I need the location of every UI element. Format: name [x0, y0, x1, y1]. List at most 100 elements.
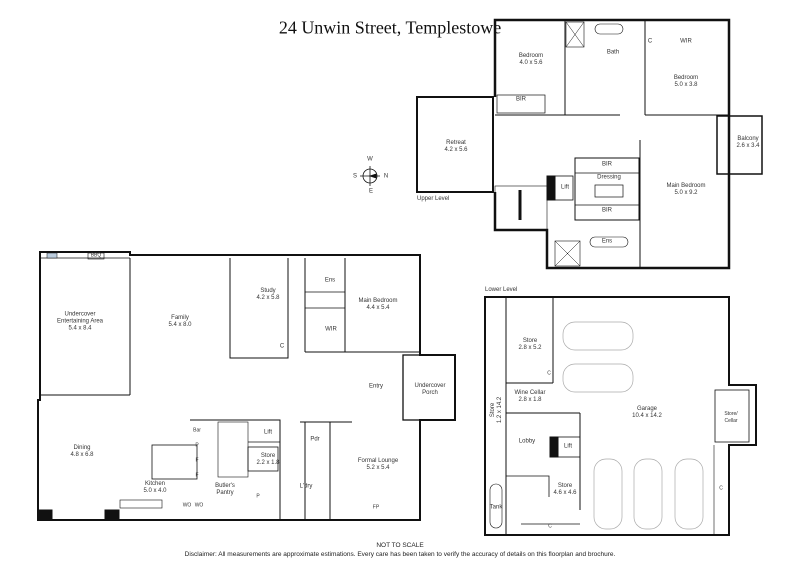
pantry-label: P	[195, 442, 199, 449]
room-name: Balcony	[737, 136, 759, 142]
room-size: 5.0 x 3.8	[674, 82, 698, 88]
room-name-2: Entertaining Area	[56, 318, 104, 325]
room-lobby: Lobby	[518, 438, 536, 445]
bar-label: Bar	[193, 427, 201, 434]
room-name-2: Pantry	[216, 490, 234, 496]
room-size: 2.8 x 5.2	[518, 345, 542, 351]
room-entry: Entry	[368, 383, 384, 390]
room-name: Garage	[636, 406, 658, 412]
room-name: Store	[557, 483, 573, 489]
room-bir-2: BIR	[601, 161, 613, 168]
room-size: 2.6 x 3.4	[736, 143, 760, 149]
room-name: Store	[522, 338, 538, 344]
closet-label: C	[279, 343, 285, 350]
closet-label: C	[548, 523, 552, 530]
room-name: Bedroom	[518, 53, 544, 59]
room-bir-3: BIR	[601, 207, 613, 214]
room-size: 5.4 x 8.4	[68, 325, 92, 332]
not-to-scale-note: NOT TO SCALE	[376, 542, 424, 549]
room-bir-1: BIR	[515, 96, 527, 103]
upper-level-plan	[416, 18, 763, 270]
page-title: 24 Unwin Street, Templestowe	[278, 17, 502, 38]
room-name: Wine Cellar	[514, 390, 546, 396]
compass-s: S	[352, 173, 358, 180]
room-wir-upper: WIR	[680, 38, 692, 45]
room-name-2: Cellar	[724, 418, 738, 424]
room-size: 4.6 x 4.6	[553, 490, 577, 496]
room-ens-ground: Ens	[324, 277, 336, 284]
room-lift-upper: Lift	[560, 184, 570, 191]
room-name: Butler's	[215, 483, 235, 489]
room-lift-lower: Lift	[563, 443, 573, 450]
lower-level-label: Lower Level	[485, 287, 518, 293]
bbq-label: BBQ	[90, 252, 102, 259]
compass-w: W	[367, 156, 373, 163]
fireplace-label: FP	[372, 504, 380, 511]
room-powder: Pdr	[310, 436, 320, 443]
room-name: Formal Lounge	[357, 458, 399, 464]
room-name: Undercover	[414, 383, 446, 389]
room-size: 5.2 x 5.4	[366, 465, 390, 471]
room-dressing: Dressing	[597, 174, 621, 181]
room-store-cellar: Store/Cellar	[724, 411, 737, 425]
room-name: Study	[260, 288, 276, 294]
lower-level-plan	[484, 296, 757, 536]
closet-label: C	[647, 38, 653, 45]
room-name: Bedroom	[673, 75, 699, 81]
room-name: Main Bedroom	[358, 298, 398, 304]
room-size: 5.0 x 4.0	[143, 488, 167, 494]
compass-n: N	[383, 173, 389, 180]
room-size: 1.2 x 14.2	[497, 396, 503, 424]
room-size: 4.2 x 5.8	[256, 295, 280, 301]
room-wir-ground: WIR	[325, 326, 337, 333]
room-name: Store/	[724, 411, 738, 417]
room-name: Retreat	[446, 140, 466, 146]
closet-label: C	[547, 370, 551, 377]
room-ens-upper: Ens	[601, 238, 613, 245]
compass-e: E	[368, 188, 374, 195]
room-name: Dining	[73, 445, 91, 451]
room-size: 2.8 x 1.8	[518, 397, 542, 403]
room-size: 10.4 x 14.2	[632, 413, 662, 419]
room-size: 5.4 x 8.0	[168, 322, 192, 328]
room-name: Store	[260, 453, 276, 459]
upper-level-label: Upper Level	[417, 196, 450, 202]
room-name: Family	[171, 315, 189, 321]
room-size: 2.2 x 1.8	[256, 460, 280, 466]
closet-label: C	[719, 485, 723, 492]
room-size: 5.0 x 9.2	[674, 190, 698, 196]
wall-oven-label-1: WO	[182, 502, 192, 509]
ground-level-plan	[37, 251, 456, 521]
room-name: Undercover	[64, 311, 96, 318]
room-name: Store	[490, 402, 496, 418]
fridge-label-2: F	[195, 472, 199, 479]
room-size: 4.4 x 5.4	[366, 305, 390, 311]
fridge-label-1: F	[195, 457, 199, 464]
tank-label: Tank	[489, 504, 503, 511]
wall-oven-label-2: WO	[194, 502, 204, 509]
room-name: Kitchen	[144, 481, 166, 487]
room-bath: Bath	[606, 49, 620, 56]
room-laundry: L'dry	[299, 483, 313, 490]
disclaimer: Disclaimer: All measurements are approxi…	[184, 551, 616, 558]
